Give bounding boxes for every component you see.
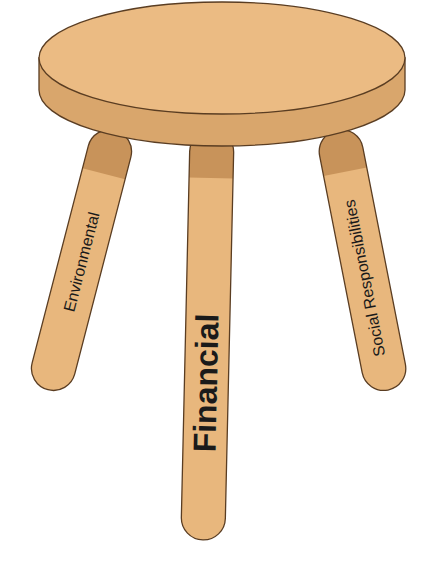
- stool-leg: Social Responsibilities: [325, 176, 405, 380]
- middle-leg: [181, 130, 234, 541]
- leg-label: Social Responsibilities: [342, 198, 388, 357]
- stool-leg: Financial: [182, 268, 229, 499]
- right-leg: [315, 126, 409, 395]
- stool-leg: Environmental: [37, 160, 128, 364]
- leg-label: Financial: [188, 313, 223, 452]
- seat-top: [39, 2, 405, 114]
- left-leg: [27, 125, 137, 395]
